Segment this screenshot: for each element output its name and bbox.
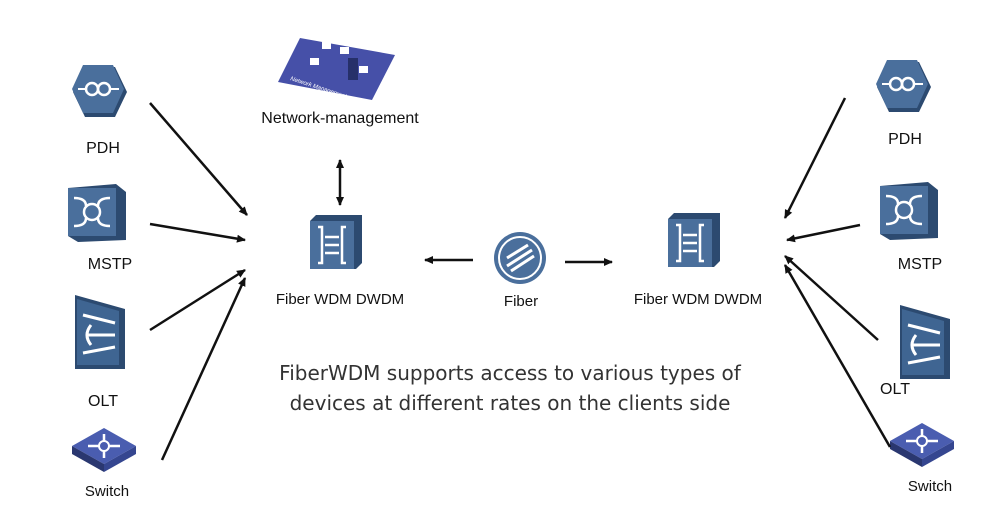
- network-management-icon: Network Management: [278, 38, 395, 100]
- right-mstp-icon: [878, 180, 940, 242]
- right-pdh-label: PDH: [888, 131, 922, 148]
- arrow-left-switch: [160, 277, 247, 461]
- arrow-right-olt: [784, 255, 879, 341]
- arrow-right-switch: [783, 264, 892, 448]
- right-olt-label: OLT: [880, 381, 910, 398]
- left-olt-icon: [73, 293, 127, 371]
- arrow-right-mstp: [786, 223, 861, 243]
- arrow-left-mstp: [149, 222, 246, 243]
- left-mstp-label: MSTP: [87, 256, 133, 273]
- connection-arrows: [149, 97, 892, 461]
- right-mstp-label: MSTP: [897, 256, 943, 273]
- left-olt-label: OLT: [88, 393, 118, 410]
- left-pdh-label: PDH: [86, 140, 120, 157]
- left-mstp-icon: [66, 182, 128, 244]
- right-pdh-icon: [874, 58, 933, 114]
- arrow-left-pdh: [149, 102, 248, 216]
- left-switch-icon: [70, 426, 138, 474]
- left-wdm-icon: [308, 213, 364, 271]
- fiber-icon: [494, 232, 546, 284]
- right-switch-label: Switch: [907, 478, 953, 495]
- left-wdm-label: Fiber WDM DWDM: [275, 291, 405, 308]
- right-wdm-label: Fiber WDM DWDM: [633, 291, 763, 308]
- fiber-label: Fiber: [503, 293, 539, 310]
- arrow-left-olt: [149, 268, 246, 332]
- network-management-label: Network-management: [261, 110, 419, 127]
- right-wdm-icon: [666, 211, 722, 269]
- left-switch-label: Switch: [84, 483, 130, 500]
- right-switch-icon: [888, 421, 956, 469]
- right-olt-icon: [898, 303, 952, 381]
- diagram-caption: FiberWDM supports access to various type…: [279, 361, 741, 415]
- arrow-right-pdh: [783, 97, 847, 219]
- left-pdh-icon: [70, 63, 129, 119]
